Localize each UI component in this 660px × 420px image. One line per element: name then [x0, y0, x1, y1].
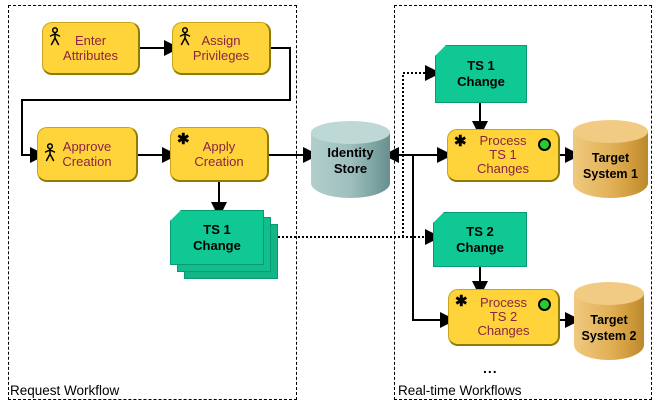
- node-label: TS 1: [203, 221, 231, 237]
- node-label: Creation: [194, 154, 244, 169]
- cylinder-top: [573, 120, 648, 143]
- node-label: Apply: [202, 139, 236, 154]
- node-label: TS 2: [466, 223, 494, 239]
- cylinder-top: [574, 282, 644, 305]
- node-ts1-change-queue: TS 1 Change: [170, 210, 264, 265]
- node-label: TS 1: [467, 58, 495, 73]
- node-label: Creation: [62, 154, 112, 169]
- target-system-1-cylinder: Target System 1: [573, 120, 648, 198]
- request-workflow-region: [8, 5, 297, 400]
- node-label: Process: [479, 133, 527, 148]
- node-approve-creation: Approve Creation: [37, 127, 138, 182]
- node-label: TS 1: [489, 147, 517, 162]
- person-icon: [179, 27, 191, 47]
- node-label: Target System 2: [581, 313, 637, 343]
- node-label: Enter: [74, 33, 107, 48]
- more-workflows-indicator: ...: [483, 360, 498, 376]
- node-label: Changes: [476, 161, 530, 176]
- automation-icon: ✱: [455, 293, 468, 310]
- node-label: Change: [456, 239, 504, 255]
- cylinder-top: [311, 121, 390, 144]
- node-label: Assign: [201, 33, 241, 48]
- node-enter-attributes: Enter Attributes: [42, 22, 140, 75]
- automation-icon: ✱: [454, 133, 467, 150]
- automation-icon: ✱: [177, 131, 190, 148]
- node-label: Process: [480, 295, 527, 310]
- node-label: TS 2: [489, 309, 518, 324]
- identity-store-cylinder: Identity Store: [311, 121, 390, 198]
- person-icon: [49, 27, 61, 47]
- realtime-workflows-label: Real-time Workflows: [398, 383, 522, 398]
- node-label: Attributes: [63, 48, 118, 63]
- status-icon: [538, 298, 551, 311]
- node-ts2-change: TS 2 Change: [433, 212, 527, 267]
- node-label: Change: [457, 74, 505, 89]
- status-icon: [538, 138, 551, 151]
- node-assign-privileges: Assign Privileges: [172, 22, 271, 75]
- node-label: Privileges: [192, 48, 250, 63]
- node-label: Approve: [62, 139, 112, 154]
- node-process-ts2-changes: ✱ Process TS 2 Changes: [448, 289, 560, 346]
- target-system-2-cylinder: Target System 2: [574, 282, 644, 360]
- node-label: Changes: [477, 323, 530, 338]
- person-icon: [44, 143, 56, 163]
- node-process-ts1-changes: ✱ Process TS 1 Changes: [447, 129, 560, 182]
- node-label: Target System 1: [583, 151, 638, 181]
- node-label: Change: [193, 237, 241, 253]
- node-ts1-change: TS 1 Change: [435, 45, 527, 103]
- node-label: Identity Store: [327, 145, 374, 176]
- realtime-workflows-region: [394, 5, 652, 400]
- request-workflow-label: Request Workflow: [10, 383, 120, 398]
- node-apply-creation: ✱ Apply Creation: [170, 127, 269, 182]
